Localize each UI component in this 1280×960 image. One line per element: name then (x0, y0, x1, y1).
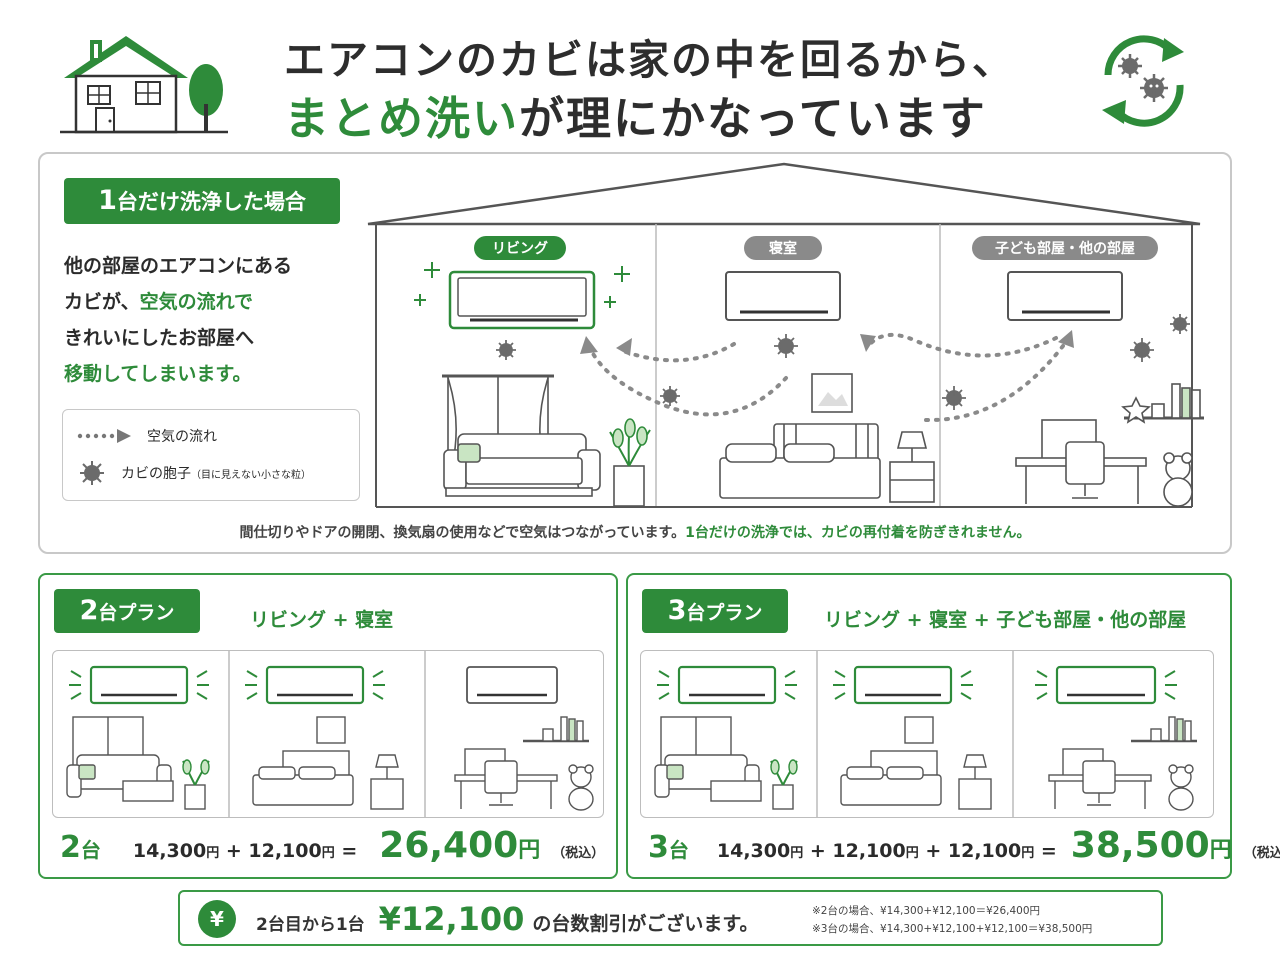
discount-note-1: ※2台の場合、¥14,300+¥12,100＝¥26,400円 (812, 905, 1041, 917)
plan-2-price-row: 2台 14,300円 + 12,100円 = 26,400円 （税込） (60, 825, 604, 866)
single-unit-note: 間仕切りやドアの開閉、換気扇の使用などで空気はつながっています。1台だけの洗浄で… (40, 522, 1230, 542)
plan-3-total: 38,500円 (1071, 825, 1232, 866)
discount-text-2: の台数割引がございます。 (532, 913, 759, 935)
plan-2-illustration (52, 650, 604, 818)
plan-3-illustration (640, 650, 1214, 818)
ac-unit-bedroom (725, 271, 841, 321)
living-furniture (442, 374, 651, 507)
legend-box: 空気の流れ カビの胞子（目に見えない小さな粒） (62, 409, 360, 501)
discount-notes: ※2台の場合、¥14,300+¥12,100＝¥26,400円 ※3台の場合、¥… (812, 902, 1092, 938)
plan-3-badge-text: 台プラン (686, 602, 763, 624)
room-label-bedroom: 寝室 (769, 240, 797, 257)
yen-icon: ¥ (198, 900, 236, 938)
house-icon (60, 36, 228, 134)
plan-2-equals: = (334, 840, 358, 862)
plan-3-plus1: + (803, 840, 833, 862)
kids-furniture (1015, 383, 1204, 507)
plan-3-yen2: 円 (905, 846, 919, 861)
legend-airflow: 空気の流れ (77, 426, 217, 446)
discount-banner: ¥ 2台目から1台 ¥12,100 の台数割引がございます。 ※2台の場合、¥1… (178, 890, 1163, 946)
plan-2-total-value: 26,400 (379, 825, 519, 866)
room-label-living: リビング (492, 240, 548, 257)
plan-2-plus: + (219, 840, 249, 862)
plan-3-total-yen: 円 (1209, 838, 1232, 863)
ac-unit-kids (1007, 271, 1123, 321)
mold-spore-icon (80, 461, 104, 485)
plan-3-count-num: 3 (648, 830, 669, 865)
single-unit-description: 他の部屋のエアコンにある カビが、空気の流れで きれいにしたお部屋へ 移動してし… (64, 248, 364, 392)
plan-2-rooms-illustration (66, 651, 594, 817)
plan-3-equals: = (1034, 840, 1057, 862)
plan-3-calc: 14,300円 + 12,100円 + 12,100円 = (717, 840, 1057, 862)
dotted-arrow-icon (77, 429, 131, 443)
legend-spore-text: カビの胞子 (121, 466, 191, 482)
note-part-2: 1台だけの洗浄では、カビの再付着を防ぎきれません。 (685, 525, 1031, 541)
plan-3-yen1: 円 (790, 846, 804, 861)
plan-2-tax: （税込） (552, 846, 605, 861)
single-unit-badge: 1台だけ洗浄した場合 (64, 178, 340, 224)
legend-spore: カビの胞子（目に見えない小さな粒） (77, 460, 311, 486)
plan-3-badge: 3台プラン (642, 589, 788, 633)
plan-3-price-row: 3台 14,300円 + 12,100円 + 12,100円 = 38,500円… (648, 825, 1280, 866)
plan-3-tax: （税込） (1243, 846, 1280, 861)
desc-line-1: 他の部屋のエアコンにある (64, 255, 293, 277)
desc-line-2b: 空気の流れで (139, 291, 254, 313)
page-title-line2: まとめ洗いが理にかなっています (284, 82, 987, 147)
desc-line-4: 移動してしまいます。 (64, 363, 252, 385)
desc-line-3: きれいにしたお部屋へ (64, 327, 255, 349)
plan-3-plus2: + (918, 840, 948, 862)
plan-3-yen3: 円 (1021, 846, 1035, 861)
title-rest: が理にかなっています (519, 92, 987, 145)
plan-3-price3: 12,100 (947, 840, 1022, 862)
single-unit-panel: 1台だけ洗浄した場合 他の部屋のエアコンにある カビが、空気の流れで きれいにし… (38, 152, 1232, 554)
note-part-1: 間仕切りやドアの開閉、換気扇の使用などで空気はつながっています。 (239, 525, 686, 541)
airflow-arrows (580, 330, 1074, 423)
plan-2-badge-text: 台プラン (98, 602, 175, 624)
plan-2-calc: 14,300円 + 12,100円 = (133, 840, 357, 862)
title-highlight: まとめ洗い (284, 92, 520, 145)
page-title-line1: エアコンのカビは家の中を回るから、 (284, 36, 1015, 84)
plan-3-rooms: リビング + 寝室 + 子ども部屋・他の部屋 (824, 609, 1187, 631)
room-label-kids: 子ども部屋・他の部屋 (995, 240, 1135, 257)
plan-2-yen1: 円 (206, 846, 220, 861)
plan-2-price2: 12,100 (248, 840, 322, 862)
plan-2-price1: 14,300 (132, 840, 207, 862)
plan-2-badge-num: 2 (79, 595, 99, 626)
plan-3-total-value: 38,500 (1070, 825, 1210, 866)
plan-3-count-unit: 台 (668, 838, 689, 862)
ac-unit-living (448, 270, 596, 330)
plan-3-badge-num: 3 (667, 595, 687, 626)
plan-3-price1: 14,300 (716, 840, 791, 862)
legend-spore-note: （目に見えない小さな粒） (191, 470, 311, 481)
plan-2-count-unit: 台 (80, 838, 101, 862)
legend-spore-label: カビの胞子（目に見えない小さな粒） (121, 463, 311, 483)
plan-3-price2: 12,100 (832, 840, 906, 862)
plan-2-units: 2台プラン リビング + 寝室 (38, 573, 618, 879)
discount-text: 2台目から1台 ¥12,100 の台数割引がございます。 (256, 900, 759, 938)
plan-3-units: 3台プラン リビング + 寝室 + 子ども部屋・他の部屋 (626, 573, 1280, 879)
desc-line-2a: カビが、 (64, 291, 140, 313)
mold-spores (496, 314, 1190, 410)
sparkle-icons (414, 262, 630, 308)
plan-2-count-num: 2 (60, 830, 81, 865)
badge-label: 台だけ洗浄した場合 (116, 190, 306, 214)
house-cross-section: リビング 寝室 子ども部屋・他の部屋 (367, 162, 1204, 508)
plan-2-rooms: リビング + 寝室 (250, 609, 394, 631)
plan-2-yen2: 円 (321, 846, 335, 861)
bedroom-furniture (719, 373, 935, 503)
plan-2-total-yen: 円 (518, 838, 541, 863)
discount-text-1: 2台目から1台 (256, 915, 365, 935)
badge-number: 1 (98, 185, 117, 216)
plan-3-rooms-illustration (654, 651, 1197, 817)
cycle-arrows-icon (1102, 35, 1184, 127)
header: エアコンのカビは家の中を回るから、 まとめ洗いが理にかなっています (0, 0, 1280, 150)
plan-2-count: 2台 (60, 830, 101, 865)
plan-3-count: 3台 (648, 830, 689, 865)
plan-2-badge: 2台プラン (54, 589, 200, 633)
plan-2-total: 26,400円 (379, 825, 540, 866)
legend-airflow-label: 空気の流れ (147, 429, 217, 445)
discount-amount: ¥12,100 (378, 900, 525, 938)
discount-note-2: ※3台の場合、¥14,300+¥12,100+¥12,100＝¥38,500円 (812, 923, 1093, 935)
